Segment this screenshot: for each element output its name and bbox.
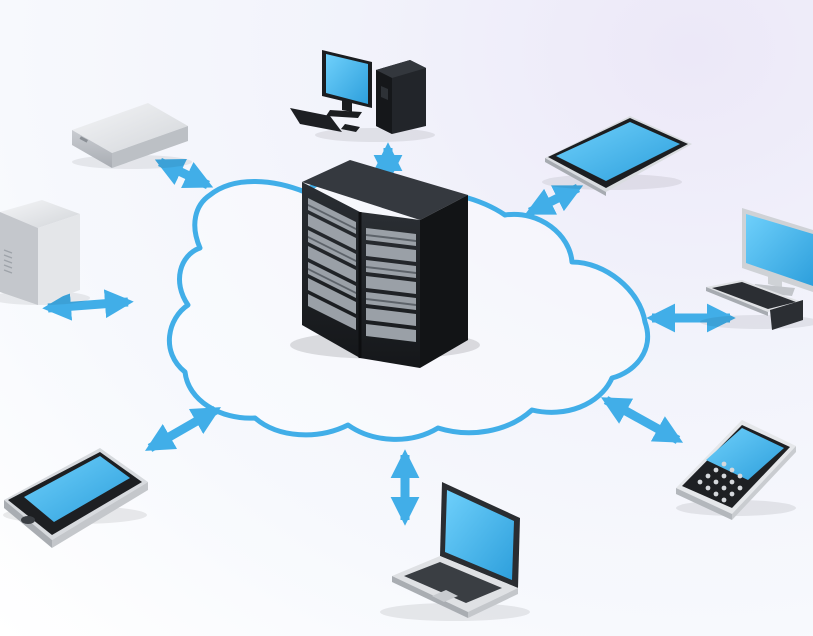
connection-arrows — [42, 142, 736, 526]
arrow-left — [42, 289, 134, 321]
arrow-top-right — [524, 183, 584, 217]
arrow-bottom-left — [145, 406, 221, 452]
qwerty-phone — [676, 420, 796, 520]
monitor-keyboard — [700, 208, 813, 330]
cloud-server-rack — [290, 160, 480, 368]
network-appliance — [72, 103, 192, 169]
tablet — [542, 116, 692, 196]
arrow-top-left — [154, 157, 214, 190]
laptop — [380, 482, 530, 621]
arrow-bottom-right — [600, 396, 684, 444]
tower-server — [0, 200, 90, 305]
desktop-computer — [290, 50, 435, 142]
touch-phone — [3, 448, 148, 548]
